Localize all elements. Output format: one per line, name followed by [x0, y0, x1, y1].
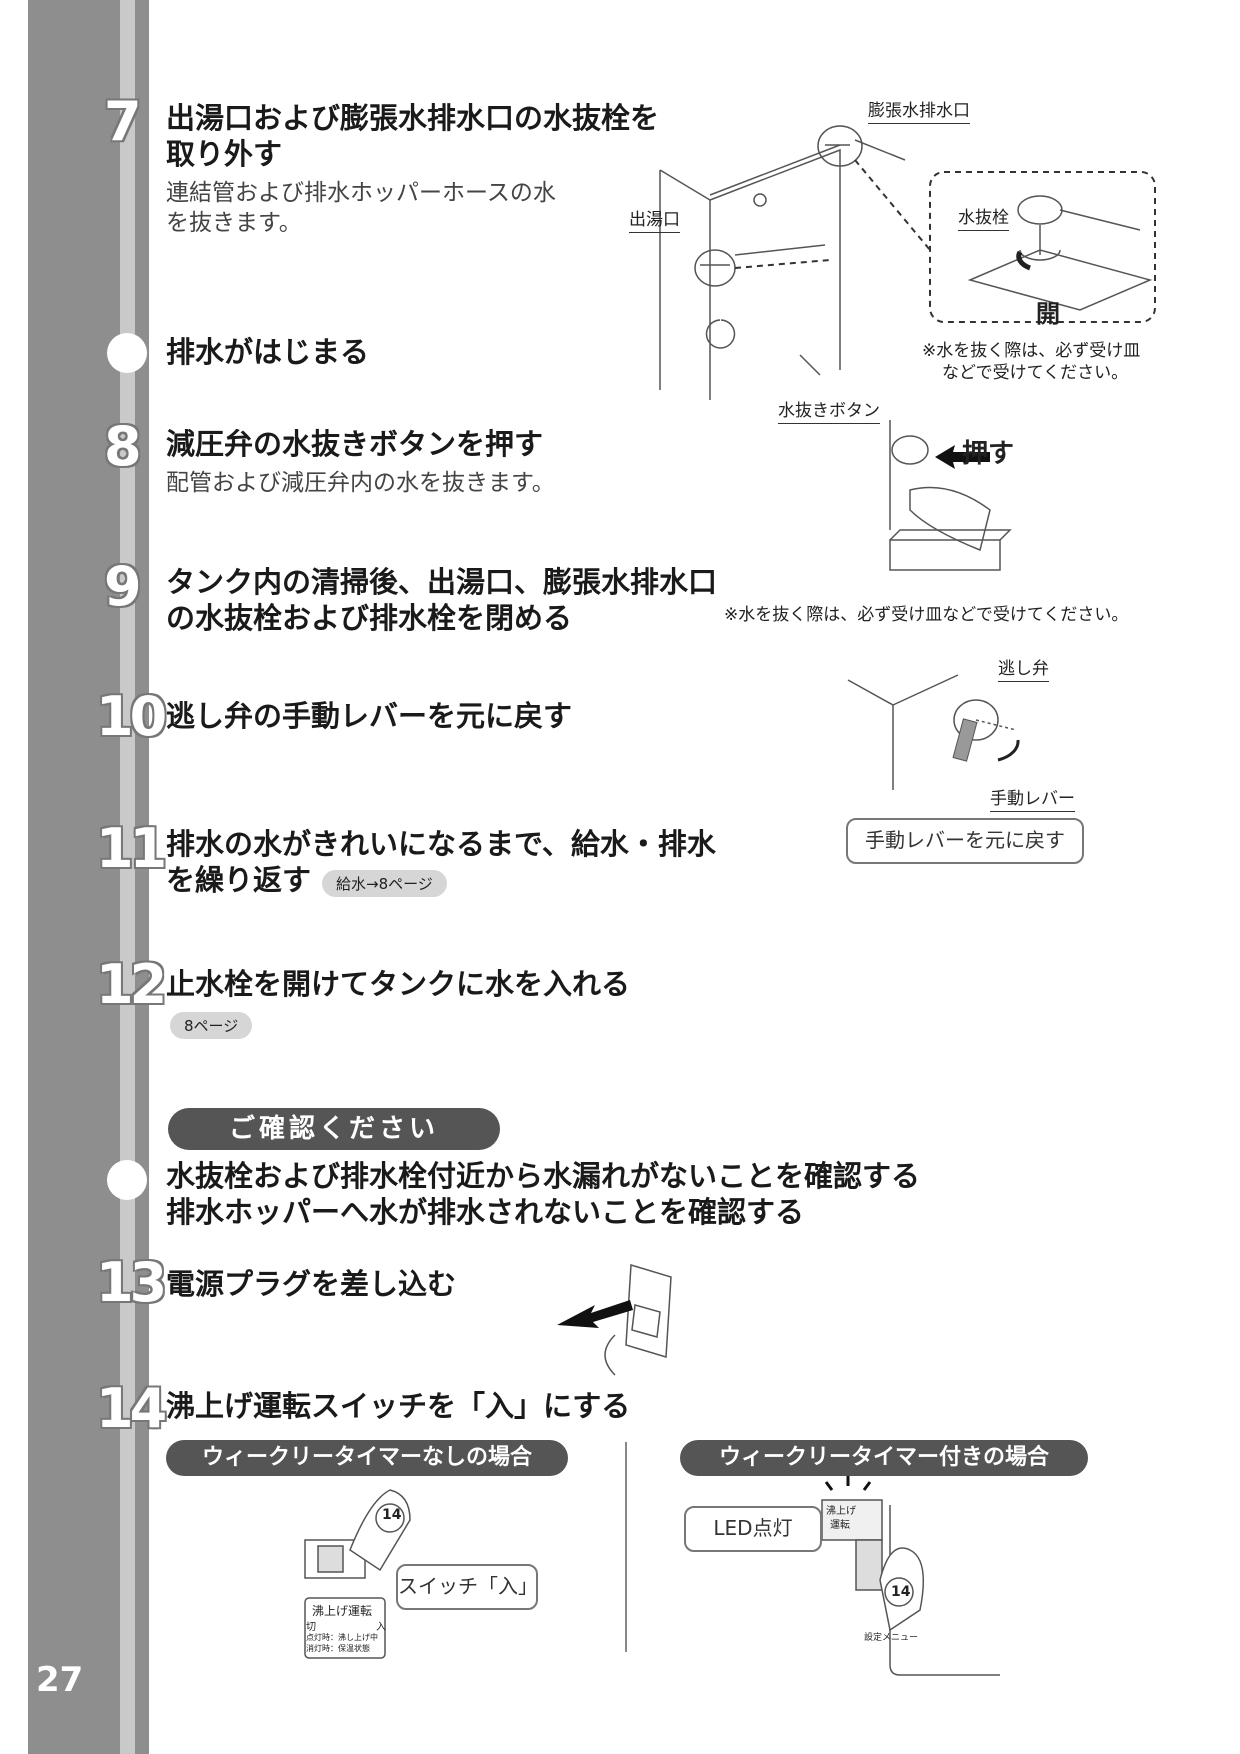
step-7-body-line1: 連結管および排水ホッパーホースの水 [166, 180, 556, 206]
case-a-badge: ウィークリータイマーなしの場合 [166, 1440, 568, 1476]
timer-button-text2: 運転 [830, 1520, 850, 1531]
hand-number-b: 14 [891, 1584, 911, 1600]
step-7-title-line2: 取り外す [166, 137, 283, 171]
label-manual-lever: 手動レバー [990, 784, 1075, 812]
panel-line2: 消灯時：保温状態 [306, 1644, 370, 1653]
label-open: 開 [1036, 300, 1060, 328]
label-outlet: 出湯口 [629, 205, 680, 233]
timer-button-text1: 沸上げ [826, 1506, 856, 1517]
step-7-body-line2: を抜きます。 [166, 210, 302, 236]
step-9-title-line2: の水抜栓および排水栓を閉める [166, 601, 573, 635]
fig2-note: ※水を抜く際は、必ず受け皿などで受けてください。 [724, 605, 1129, 625]
power-plug-illustration [557, 1264, 672, 1376]
bullet-dot [107, 1160, 147, 1200]
callout-return-lever: 手動レバーを元に戻す [846, 818, 1084, 864]
step-number-12: 12 [96, 953, 167, 1016]
panel-line1: 点灯時：沸し上げ中 [306, 1633, 378, 1642]
page-ref-pill: 給水→8ページ [322, 870, 447, 897]
page-ref-pill: 8ページ [170, 1012, 253, 1039]
callout-switch-on: スイッチ「入」 [396, 1564, 538, 1610]
label-relief-valve: 逃し弁 [998, 654, 1049, 682]
step-number-7: 7 [104, 90, 142, 153]
step-7-title-line1: 出湯口および膨張水排水口の水抜栓を [166, 101, 660, 135]
step-7b-title: 排水がはじまる [166, 335, 370, 369]
step-number-9: 9 [104, 555, 142, 618]
step-number-8: 8 [104, 415, 142, 478]
step-12-title: 止水栓を開けてタンクに水を入れる [166, 967, 631, 1001]
step-8-title: 減圧弁の水抜きボタンを押す [166, 427, 544, 461]
hand-number-a: 14 [382, 1507, 402, 1523]
panel-on: 入 [376, 1622, 386, 1633]
confirm-line1: 水抜栓および排水栓付近から水漏れがないことを確認する [166, 1159, 921, 1193]
panel-title: 沸上げ運転 [312, 1604, 373, 1618]
divider [625, 1442, 627, 1652]
page-number: 27 [36, 1660, 84, 1700]
switch-panel-illustration [304, 1489, 411, 1659]
panel-off: 切 [306, 1622, 316, 1633]
step-14-title: 沸上げ運転スイッチを「入」にする [166, 1389, 631, 1423]
step-10-title: 逃し弁の手動レバーを元に戻す [166, 699, 573, 733]
fig1-note-line1: ※水を抜く際は、必ず受け皿 [922, 341, 1141, 361]
case-b-badge: ウィークリータイマー付きの場合 [680, 1440, 1088, 1476]
step-number-13: 13 [96, 1251, 167, 1314]
weekly-timer-illustration [821, 1476, 1000, 1676]
label-drain-button: 水抜きボタン [778, 396, 880, 424]
step-number-10: 10 [96, 685, 167, 748]
callout-led-on: LED点灯 [684, 1506, 822, 1552]
step-number-14: 14 [96, 1377, 167, 1440]
label-expansion-drain: 膨張水排水口 [868, 96, 970, 124]
step-11-title-line1: 排水の水がきれいになるまで、給水・排水 [166, 827, 716, 861]
tank-drain-illustration [659, 125, 1156, 400]
small-label-settings: 設定メニュー [864, 1633, 919, 1643]
step-number-11: 11 [96, 817, 167, 880]
left-band-highlight [120, 0, 135, 1754]
label-push: 押す [962, 439, 1015, 469]
fig1-note-line2: などで受けてください。 [942, 363, 1129, 383]
confirm-badge: ご確認ください [168, 1108, 500, 1150]
step-13-title: 電源プラグを差し込む [166, 1267, 457, 1301]
relief-valve-illustration [847, 674, 1020, 790]
confirm-line2: 排水ホッパーへ水が排水されないことを確認する [166, 1195, 805, 1229]
step-8-body: 配管および減圧弁内の水を抜きます。 [166, 470, 555, 496]
step-11-title-line2: を繰り返す [166, 863, 312, 897]
bullet-dot [107, 333, 147, 373]
step-9-title-line1: タンク内の清掃後、出湯口、膨張水排水口 [166, 565, 718, 599]
label-drain-plug: 水抜栓 [958, 203, 1009, 231]
drain-button-illustration [889, 420, 1012, 571]
